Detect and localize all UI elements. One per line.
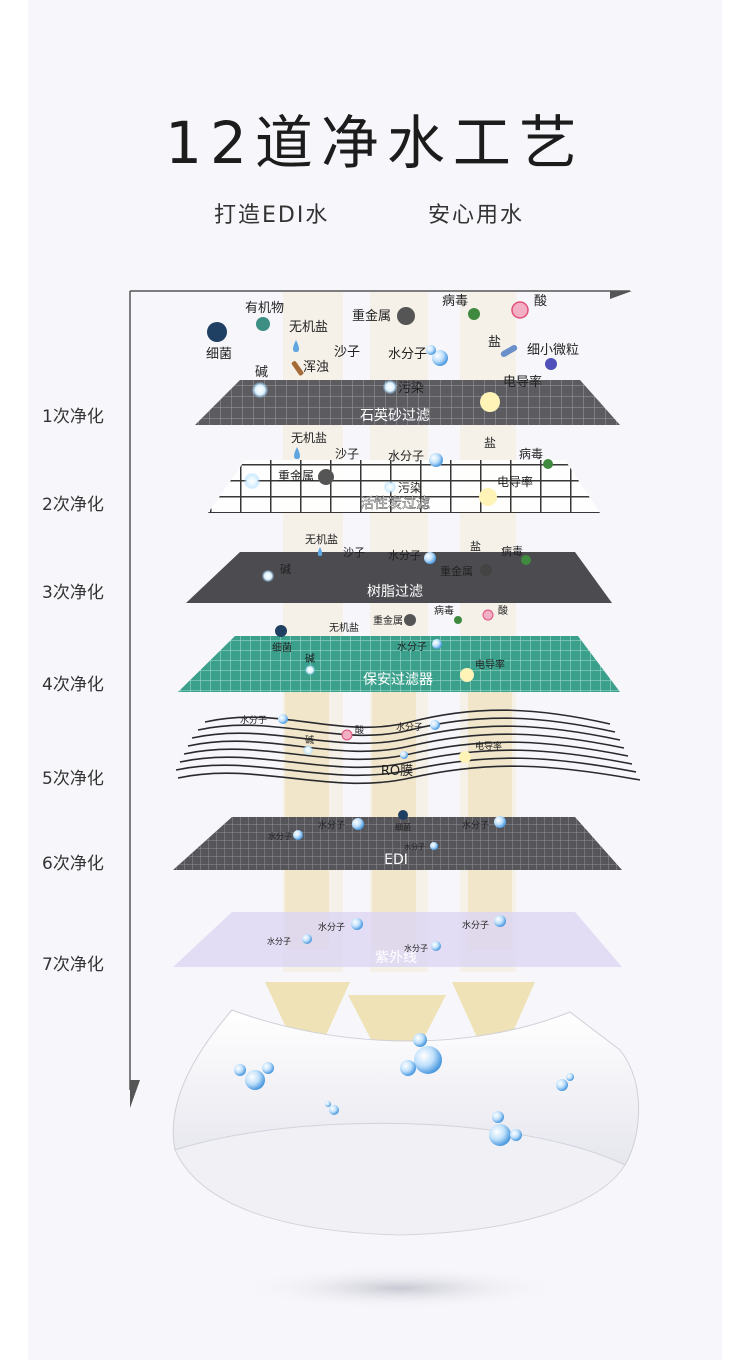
particle-label: 有机物: [245, 301, 284, 316]
particle-label: 病毒: [519, 446, 543, 461]
particle-label: 碱: [305, 653, 315, 665]
particle-label: 水分子: [396, 721, 423, 733]
particle-label: 水分子: [388, 449, 424, 463]
particle-label: 水分子: [388, 347, 427, 362]
particle-label: 电导率: [503, 374, 542, 390]
particle-label: 无机盐: [305, 532, 338, 546]
particle-label: 浑浊: [303, 360, 329, 375]
particle-label: 水分子: [462, 919, 489, 931]
water-basin: [172, 1009, 640, 1310]
particle-label: 病毒: [434, 604, 454, 617]
subtitle-edi-water: 打造EDI水: [214, 203, 330, 228]
particle-label: 酸: [355, 725, 364, 736]
particle-label: 污染: [398, 381, 424, 396]
particle-label: 碱: [305, 735, 314, 746]
particle-label: 细菌: [206, 347, 232, 362]
subtitle-safe-water: 安心用水: [428, 203, 525, 228]
particle-label: 盐: [488, 335, 501, 350]
particle-label: 病毒: [501, 544, 523, 558]
layer-name-4: 保安过滤器: [363, 672, 433, 688]
particle-label: 无机盐: [291, 431, 327, 445]
particle-label: 水分子: [318, 819, 345, 831]
particle-label: 水分子: [318, 921, 345, 933]
filter-layer-4: 保安过滤器: [178, 636, 620, 692]
stage-label-1: 1次净化: [42, 407, 104, 427]
page-title: 12道净水工艺: [165, 109, 585, 177]
filter-layer-6: EDI: [173, 817, 622, 870]
particle-label: 水分子: [462, 819, 489, 831]
stage-label-4: 4次净化: [42, 675, 104, 695]
particle-label: 重金属: [352, 308, 391, 324]
layer-name-5: RO膜: [381, 764, 413, 779]
filter-layer-7: 紫外线: [173, 912, 622, 967]
axis-frame: [129, 290, 632, 1108]
particle-label: 重金属: [440, 564, 473, 578]
particle-label: 病毒: [442, 294, 468, 309]
stage-label-6: 6次净化: [42, 854, 104, 874]
basin-water-molecules: [234, 1033, 574, 1146]
particle-label: 电导率: [497, 474, 533, 489]
particle-label: 重金属: [278, 468, 314, 483]
particle-label: 细菌: [395, 822, 411, 832]
particle-label: 盐: [470, 540, 481, 553]
contaminants-top: 有机物 细菌 无机盐 碱 浑浊 沙子 重金属 水分子 病毒 酸 盐 细小微粒 污…: [206, 294, 579, 412]
particle-label: 细小微粒: [527, 343, 579, 358]
filter-layer-3: 树脂过滤: [186, 552, 612, 603]
particle-label: 水分子: [388, 549, 421, 562]
particle-label: 污染: [398, 480, 422, 495]
layer-name-1: 石英砂过滤: [360, 407, 430, 424]
layer-name-3: 树脂过滤: [367, 584, 423, 600]
contaminants-layer-4: 细菌 无机盐 碱 重金属 病毒 酸 水分子 电导率: [272, 604, 508, 682]
particle-label: 电导率: [475, 740, 502, 752]
stage-label-7: 7次净化: [42, 955, 104, 975]
stage-label-2: 2次净化: [42, 495, 104, 515]
particle-label: 碱: [255, 365, 268, 380]
contaminants-layer-2: 无机盐 重金属 沙子 水分子 盐 病毒 污染 电导率: [244, 431, 553, 506]
particle-label: 沙子: [343, 546, 365, 559]
particle-label: 酸: [498, 604, 508, 617]
particle-label: 水分子: [267, 936, 291, 946]
particle-label: 细菌: [272, 641, 292, 654]
particle-label: 水分子: [240, 714, 267, 726]
particle-label: 水分子: [397, 641, 427, 653]
particle-label: 沙子: [334, 345, 360, 360]
filter-layer-5: RO膜: [175, 709, 641, 785]
particle-label: 重金属: [373, 614, 403, 627]
filter-layer-2: 活性炭过滤: [208, 460, 600, 513]
stage-label-5: 5次净化: [42, 769, 104, 789]
particle-label: 水分子: [268, 831, 292, 841]
particle-label: 水分子: [404, 943, 428, 953]
particle-label: 碱: [280, 563, 291, 576]
layer-name-6: EDI: [384, 852, 408, 868]
particle-label: 电导率: [475, 658, 505, 671]
filter-layer-1: 石英砂过滤: [195, 380, 620, 425]
particle-label: 酸: [534, 294, 547, 309]
particle-label: 盐: [484, 436, 496, 450]
stage-label-3: 3次净化: [42, 583, 104, 603]
layer-name-7: 紫外线: [375, 950, 417, 966]
water-molecules-layer-7: 水分子 水分子 水分子 水分子: [267, 915, 506, 953]
contaminants-layer-3: 无机盐 碱 沙子 水分子 盐 病毒 重金属: [262, 532, 531, 582]
particle-label: 沙子: [335, 447, 359, 461]
particle-label: 无机盐: [289, 320, 328, 335]
contaminants-layer-6: 水分子 水分子 细菌 水分子 水分子: [268, 810, 506, 851]
contaminants-layer-5: 水分子 碱 酸 水分子 电导率: [240, 714, 502, 763]
particle-label: 无机盐: [329, 621, 359, 634]
layer-name-2: 活性炭过滤: [360, 496, 430, 512]
particle-label: 水分子: [404, 842, 425, 851]
